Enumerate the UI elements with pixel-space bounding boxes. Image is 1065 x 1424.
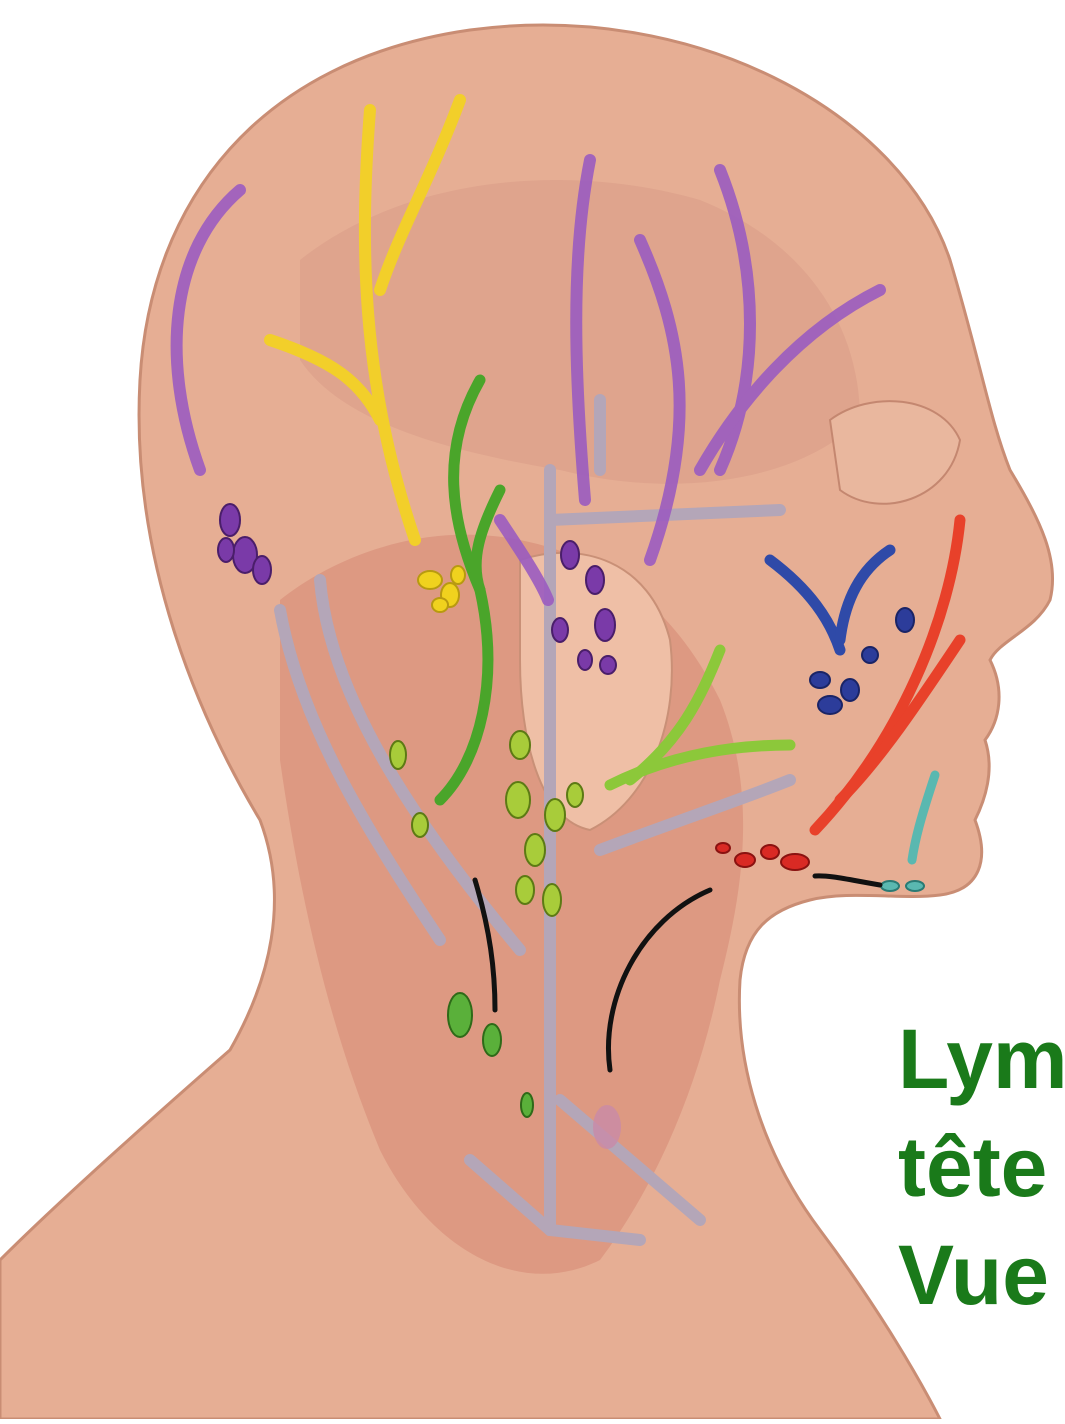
caption-line-1: Lym [898, 1005, 1065, 1113]
caption-line-3: Vue [898, 1221, 1065, 1329]
diagram-caption: Lym tête Vue [898, 1005, 1065, 1329]
caption-line-2: tête [898, 1113, 1065, 1221]
supraclavicular-node [593, 1105, 621, 1149]
